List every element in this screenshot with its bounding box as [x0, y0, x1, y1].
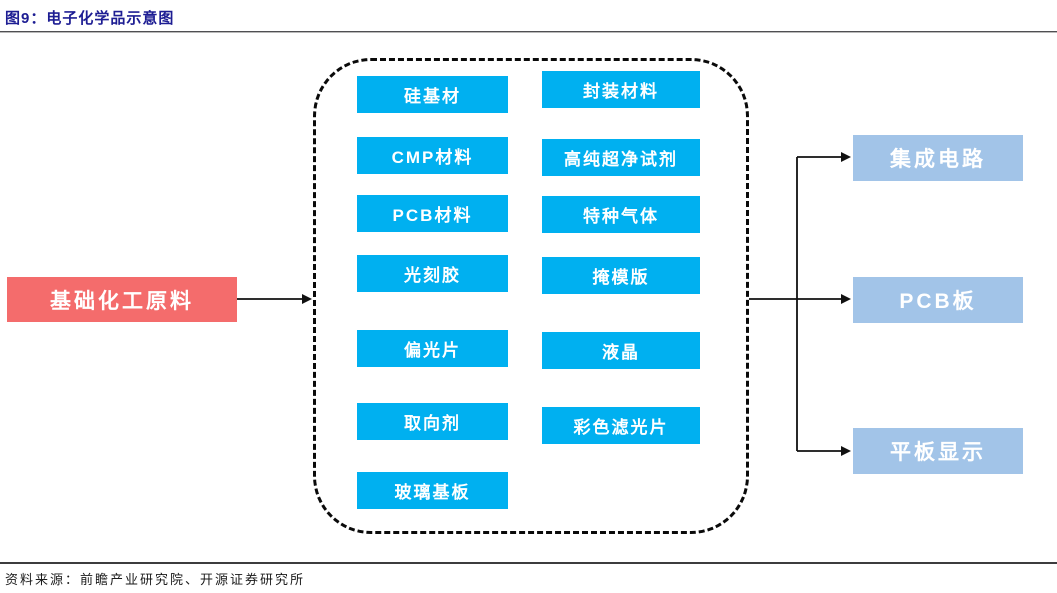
material-box-photoresist: 光刻胶 [357, 255, 508, 292]
material-box-polarizer: 偏光片 [357, 330, 508, 367]
material-box-packaging-materials: 封装材料 [542, 71, 700, 108]
output-box-integrated-circuit: 集成电路 [853, 135, 1023, 181]
source-box-basic-chemical-materials: 基础化工原料 [7, 277, 237, 322]
output-box-pcb-board: PCB板 [853, 277, 1023, 323]
footer-divider [0, 562, 1057, 564]
figure-title: 图9：电子化学品示意图 [5, 10, 175, 27]
title-divider [0, 31, 1057, 33]
source-note: 资料来源：前瞻产业研究院、开源证券研究所 [5, 572, 306, 587]
output-box-flat-panel-display: 平板显示 [853, 428, 1023, 474]
material-box-specialty-gases: 特种气体 [542, 196, 700, 233]
material-box-color-filter: 彩色滤光片 [542, 407, 700, 444]
arrow-branch-to-ic-head [841, 152, 851, 162]
material-box-glass-substrate: 玻璃基板 [357, 472, 508, 509]
material-box-photomask: 掩模版 [542, 257, 700, 294]
arrow-branch-to-fpd-head [841, 446, 851, 456]
material-box-liquid-crystal: 液晶 [542, 332, 700, 369]
material-box-pcb-materials: PCB材料 [357, 195, 508, 232]
arrow-source-to-group-head [302, 294, 312, 304]
material-box-high-purity-reagents: 高纯超净试剂 [542, 139, 700, 176]
material-box-silicon-substrate: 硅基材 [357, 76, 508, 113]
material-box-cmp-materials: CMP材料 [357, 137, 508, 174]
material-box-alignment-agent: 取向剂 [357, 403, 508, 440]
middle-group-outline [313, 58, 749, 534]
arrow-group-to-pcb-head [841, 294, 851, 304]
